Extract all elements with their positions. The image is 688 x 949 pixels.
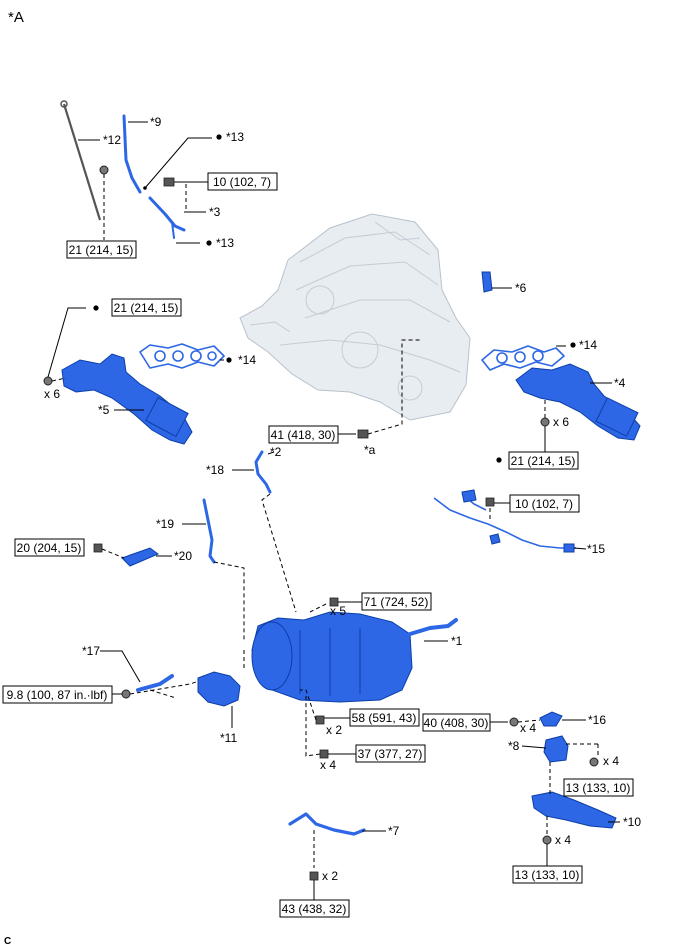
callout-1: *1 (451, 634, 463, 648)
callout-17: *17 (82, 644, 100, 658)
callout-3: *3 (209, 205, 221, 219)
qty-40: x 4 (520, 721, 536, 735)
callout-16: *16 (588, 713, 606, 727)
footer-mark: C (4, 936, 11, 947)
torque-58: 58 (591, 43) (352, 711, 417, 725)
qty-37: x 4 (320, 758, 336, 772)
qty-58: x 2 (326, 723, 342, 737)
exhaust-manifold-left (61, 353, 193, 445)
engine-mount-8 (543, 735, 569, 763)
hose-18 (254, 450, 272, 494)
torque-21-dipstick: 21 (214, 15) (69, 243, 134, 257)
oil-level-gauge (62, 103, 102, 221)
qty-71: x 5 (330, 604, 346, 618)
callout-15: *15 (587, 542, 605, 556)
callout-12: *12 (103, 133, 121, 147)
callout-6: *6 (515, 281, 527, 295)
torque-71: 71 (724, 52) (364, 595, 429, 609)
torque-9-8: 9.8 (100, 87 in.·lbf) (7, 688, 108, 702)
callout-9: *9 (150, 115, 162, 129)
exhaust-manifold-gasket-right (481, 345, 565, 371)
callout-11: *11 (220, 731, 237, 745)
torque-13-lower: 13 (133, 10) (515, 868, 580, 882)
hose-19 (202, 498, 216, 564)
qty-13-lower: x 4 (555, 833, 571, 847)
bracket-7 (288, 812, 366, 836)
callout-5: *5 (98, 403, 110, 417)
qty-right-manifold: x 6 (553, 415, 569, 429)
callout-10: *10 (623, 815, 641, 829)
callout-a: *a (364, 443, 376, 457)
starter-assembly (197, 671, 241, 707)
wire-harness-15 (433, 489, 576, 553)
torque-10-right: 10 (102, 7) (515, 497, 573, 511)
torque-21-left-manifold: 21 (214, 15) (114, 301, 179, 315)
torque-41: 41 (418, 30) (271, 428, 336, 442)
callout-13-bottom: *13 (216, 236, 234, 250)
diagram-label: *A (8, 9, 24, 26)
callout-18: *18 (206, 463, 224, 477)
torque-10-left: 10 (102, 7) (213, 175, 271, 189)
torque-spec-boxes: 10 (102, 7) 21 (214, 15) 21 (214, 15) 41… (2, 172, 634, 918)
guide-bracket (148, 196, 186, 232)
torque-21-right-manifold: 21 (214, 15) (511, 454, 576, 468)
callout-13-top: *13 (226, 130, 244, 144)
leader-lines (47, 121, 620, 900)
qty-left-manifold: x 6 (44, 387, 60, 401)
callout-20: *20 (174, 549, 192, 563)
transmission-assembly (251, 611, 458, 703)
qty-13-upper: x 4 (603, 754, 619, 768)
callout-8: *8 (508, 739, 520, 753)
callout-19: *19 (156, 517, 174, 531)
torque-20: 20 (204, 15) (17, 541, 82, 555)
mount-bracket-16 (539, 711, 563, 727)
mount-bracket-10 (531, 791, 617, 829)
torque-37: 37 (377, 27) (358, 747, 423, 761)
torque-43: 43 (438, 32) (282, 902, 347, 916)
qty-43: x 2 (322, 869, 338, 883)
oil-level-gauge-guide (122, 114, 142, 194)
callout-14-left: *14 (238, 353, 256, 367)
torque-40: 40 (408, 30) (424, 716, 489, 730)
exhaust-manifold-right (515, 363, 641, 441)
bracket-20 (121, 547, 159, 567)
callout-2: *2 (270, 445, 282, 459)
bracket-17 (136, 674, 174, 692)
fastener-icons (43, 165, 599, 881)
callout-14-right: *14 (579, 338, 597, 352)
engine-assembly-illustration (239, 213, 471, 421)
callout-4: *4 (614, 376, 626, 390)
exhaust-manifold-gasket-left (139, 343, 225, 369)
bracket-part-6 (481, 271, 493, 293)
torque-13-upper: 13 (133, 10) (566, 781, 631, 795)
callout-7: *7 (388, 824, 400, 838)
